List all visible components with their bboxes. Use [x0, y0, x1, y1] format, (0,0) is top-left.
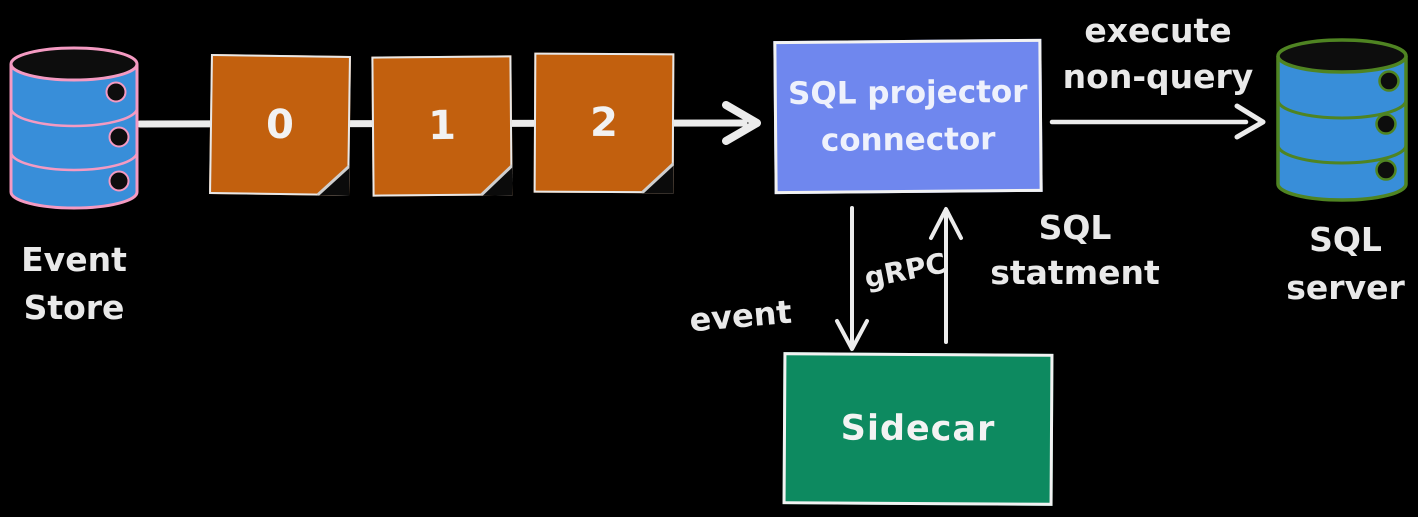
sql-server-cylinder-seam [1276, 144, 1408, 165]
event-note-0: 0 [209, 54, 351, 196]
sql-server-cylinder-seam [1276, 99, 1408, 120]
sql-server-label: SQL server [1286, 220, 1405, 307]
event-store-cylinder-seam [9, 107, 139, 128]
sql-server-cylinder-body [1276, 56, 1408, 202]
event-note-label: 1 [427, 102, 457, 150]
folded-corner-icon [641, 162, 674, 194]
event-note-label: 0 [265, 101, 295, 149]
folded-corner-icon [317, 164, 350, 196]
event-note-1: 1 [371, 55, 513, 197]
sql-server-dot-icon [1375, 159, 1397, 181]
sidecar-label: Sidecar [840, 408, 996, 450]
event-store-cylinder-body [9, 64, 139, 210]
event-store-cylinder-top [9, 46, 139, 82]
event-store-label: Event Store [21, 240, 127, 327]
event-store-cylinder-seam [9, 151, 139, 172]
execute-non-query-arrowhead-icon [1234, 103, 1266, 140]
sidecar-node: Sidecar [782, 352, 1054, 506]
event-store-dot-icon [105, 81, 127, 103]
sql-server-dot-icon [1375, 113, 1397, 135]
sql-projector-connector-node: SQL projector connector [773, 38, 1043, 195]
sql-server-database-icon [1276, 38, 1408, 202]
event-store-database-icon [9, 46, 139, 210]
event-store-dot-icon [108, 126, 130, 148]
event-flow-arrowhead-icon [722, 101, 761, 145]
event-note-2: 2 [533, 52, 675, 194]
sql-statement-up-arrowhead-icon [929, 207, 963, 240]
sql-statement-label: SQL statment [990, 208, 1160, 292]
sql-server-cylinder-top [1276, 38, 1408, 74]
event-store-dot-icon [108, 170, 130, 192]
execute-non-query-label: execute non-query [1062, 11, 1254, 97]
sql-projector-connector-label: SQL projector connector [787, 73, 1028, 159]
event-note-label: 2 [589, 99, 619, 147]
grpc-down-arrowhead-icon [835, 319, 869, 351]
sql-server-dot-icon [1378, 70, 1400, 92]
folded-corner-icon [480, 164, 513, 196]
